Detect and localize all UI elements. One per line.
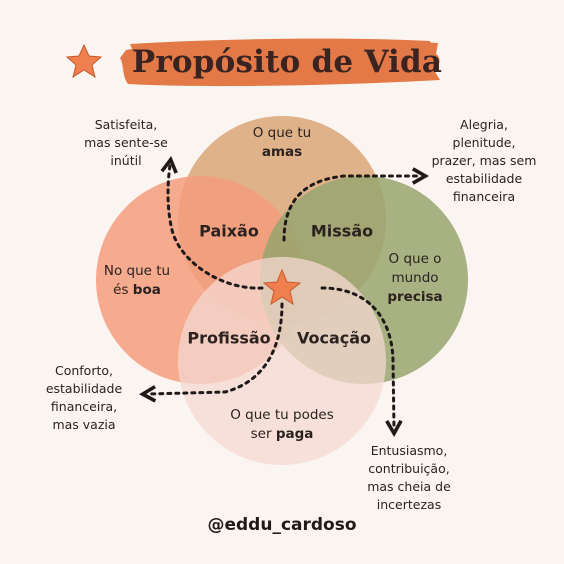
zone-profissao: Profissão [187,328,271,348]
label-boa: No que tu és boa [103,263,171,298]
arrow-top-left [160,156,264,290]
note-satisfeita: Satisfeita, mas sente-se inútil [84,117,168,168]
note-entusiasmo: Entusiasmo, contribuição, mas cheia de i… [367,443,451,512]
arrow-bottom-right [320,286,403,438]
note-conforto: Conforto, estabilidade financeira, mas v… [45,363,123,432]
zone-paixao: Paixão [199,221,259,241]
label-amas: O que tu amas [252,125,312,160]
star-icon [262,268,302,306]
label-paga: O que tu podes ser paga [230,407,334,442]
title-brush-streak [130,38,432,49]
label-precisa: O que o mundo precisa [387,251,443,305]
note-alegria: Alegria, plenitude, prazer, mas sem esta… [431,117,537,204]
zone-vocacao: Vocação [296,328,372,348]
author-handle: @eddu_cardoso [207,515,357,535]
zone-missao: Missão [310,221,374,241]
circle-paga [178,257,386,465]
title-brush [120,39,440,87]
arrow-bottom-left [138,302,284,403]
page-title: Propósito de Vida [131,44,443,80]
arrow-top-right [282,167,430,242]
title-star-icon [65,43,103,79]
